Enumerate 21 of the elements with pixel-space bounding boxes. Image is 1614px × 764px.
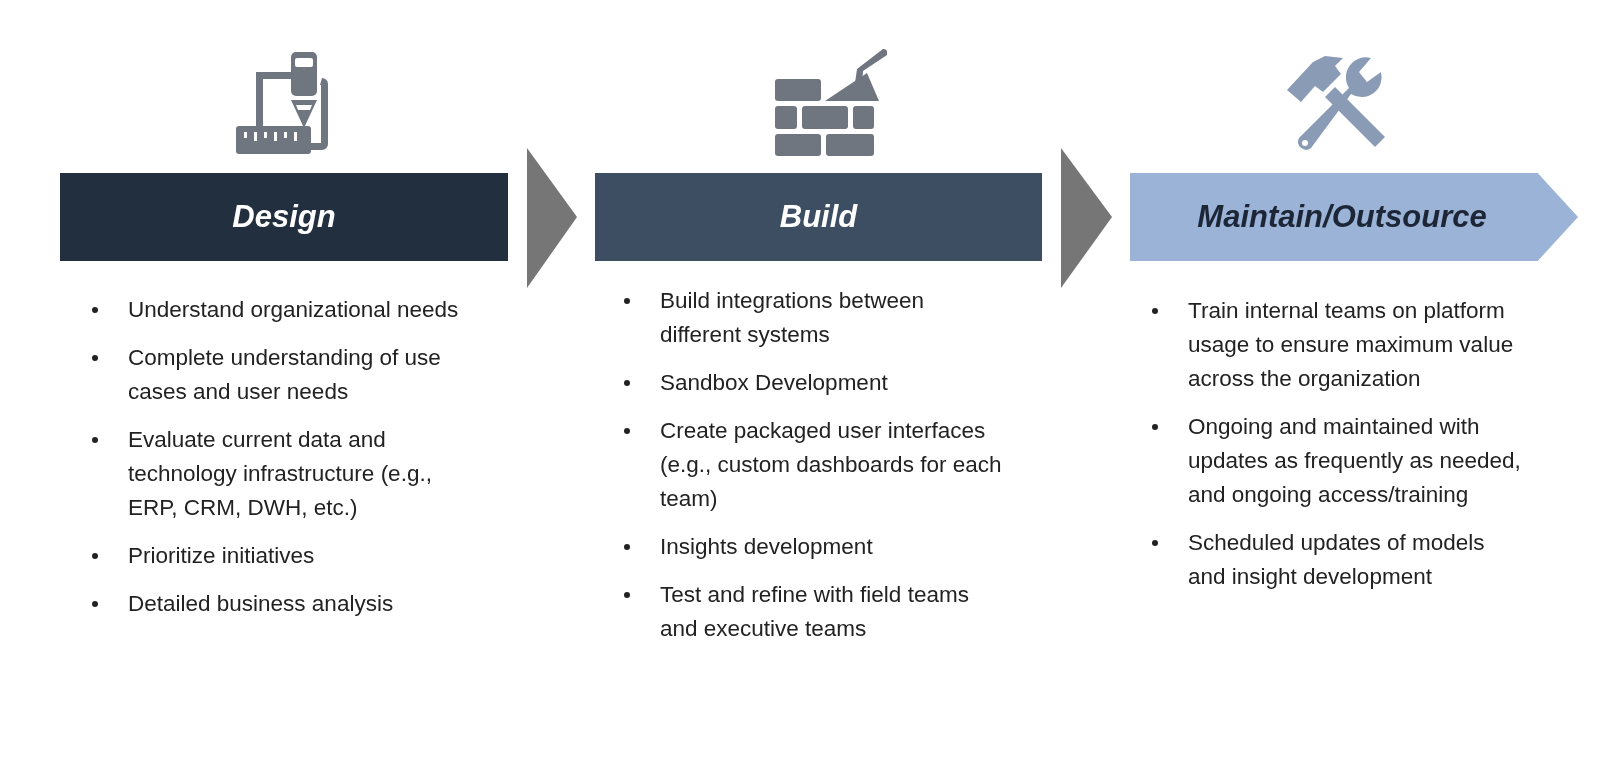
bullet-item: Complete understanding of use cases and user needs [80,341,478,409]
bullet-item: Test and refine with field teams and executive teams [612,578,1010,646]
chevron-arrow [1061,148,1112,288]
bullet-item: Create packaged user interfaces (e.g., custom dashboards for each team) [612,414,1010,516]
bullet-item: Ongoing and maintained with updates as frequently as needed, and ongoing access/training [1140,410,1528,512]
bullet-item: Train internal teams on platform usage to ensure maximum value across the organization [1140,294,1528,396]
chevron-arrow [527,148,577,288]
bullet-item: Sandbox Development [612,366,1010,400]
bullet-item: Scheduled updates of models and insight development [1140,526,1528,594]
phase-title: Maintain/Outsource [1197,199,1487,235]
header-bar [595,173,1042,261]
bullet-item: Evaluate current data and technology infrastructure (e.g., ERP, CRM, DWH, etc.) [80,423,478,525]
phase-title: Build [779,199,858,235]
bullet-item: Prioritize initiatives [80,539,478,573]
phase-title: Design [232,199,336,235]
bullet-item: Detailed business analysis [80,587,478,621]
bullet-item: Build integrations between different systems [612,284,1010,352]
bullet-item: Insights development [612,530,1010,564]
header-bar [60,173,508,261]
bullet-item: Understand organizational needs [80,293,478,327]
arrow-header-bar [1130,173,1578,261]
